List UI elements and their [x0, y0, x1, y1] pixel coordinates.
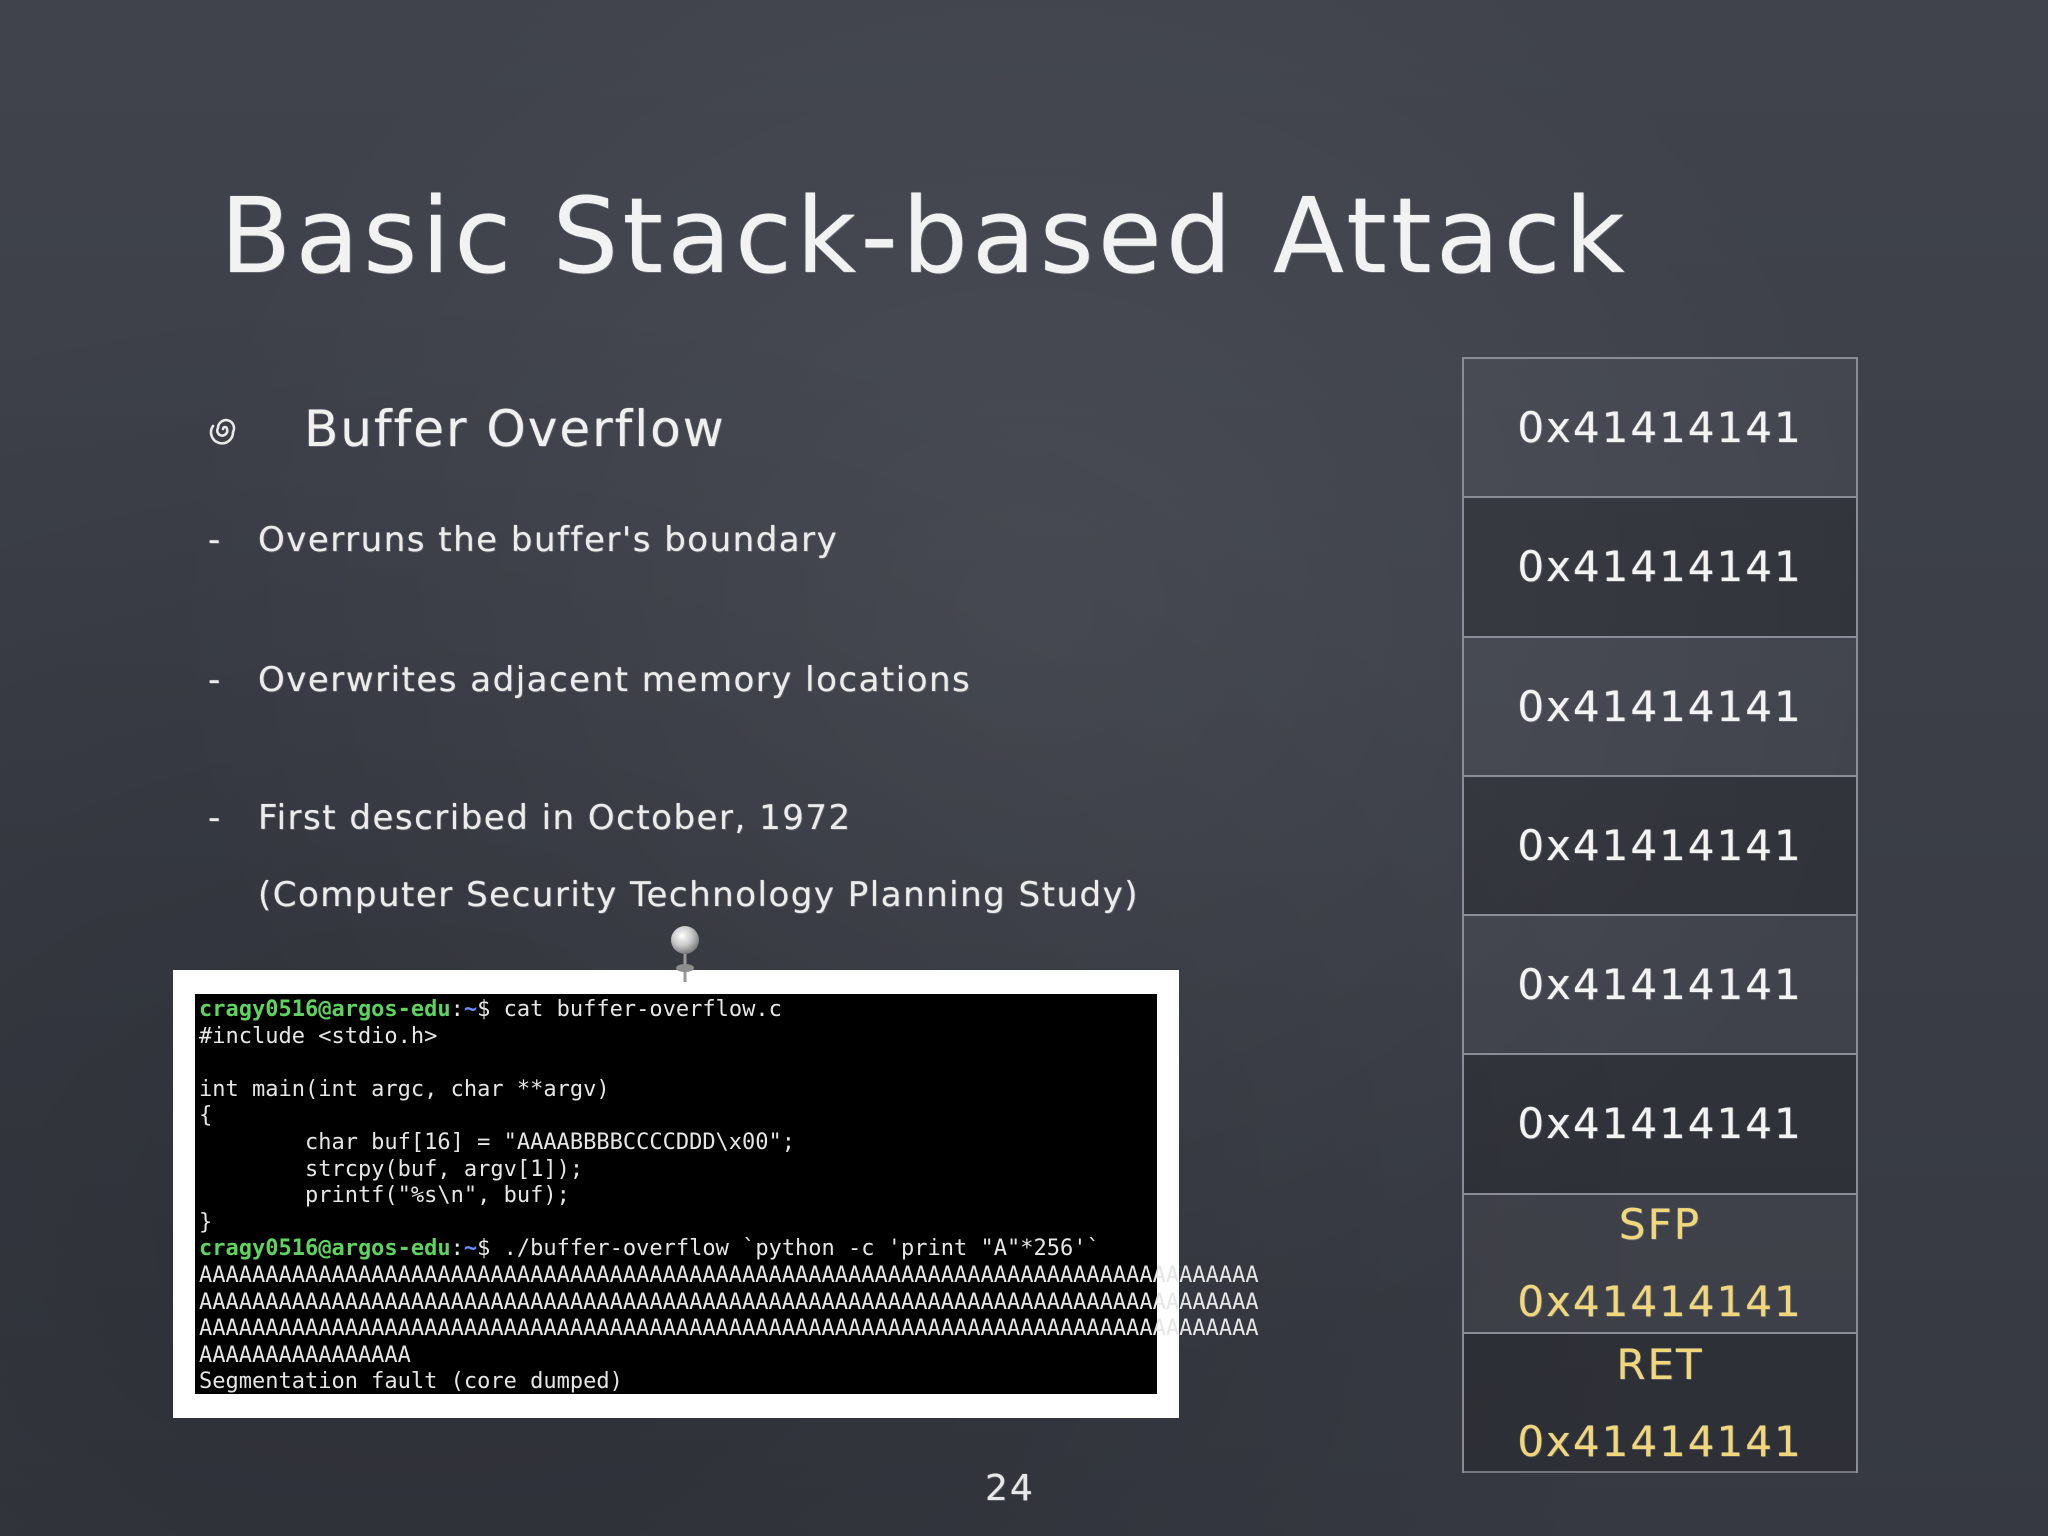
stack-cell: 0x41414141 [1464, 638, 1856, 777]
command-text: cat buffer-overflow.c [490, 997, 782, 1022]
terminal-line: } [199, 1209, 213, 1235]
stack-cell-label: RET [1616, 1340, 1704, 1390]
sub-item-dash: - [208, 660, 222, 700]
prompt-path: ~ [463, 997, 478, 1022]
stack-cell-ret: RET 0x41414141 [1464, 1333, 1856, 1473]
sub-item-dash: - [208, 798, 222, 838]
sub-item-note: (Computer Security Technology Planning S… [258, 875, 1139, 915]
pushpin-icon [671, 926, 699, 982]
prompt-symbol: $ [477, 997, 491, 1022]
stack-cell-value: 0x41414141 [1517, 681, 1803, 731]
terminal-line: AAAAAAAAAAAAAAAAAAAAAAAAAAAAAAAAAAAAAAAA… [199, 1262, 1259, 1288]
stack-cell: 0x41414141 [1464, 916, 1856, 1056]
terminal-line: AAAAAAAAAAAAAAAA [199, 1342, 411, 1368]
terminal-line: char buf[16] = "AAAABBBBCCCCDDD\x00"; [199, 1129, 796, 1155]
stack-cell-value: 0x41414141 [1517, 1099, 1803, 1149]
terminal-line: cragy0516@argos-edu:~$ cat buffer-overfl… [199, 997, 1157, 1024]
stack-cell-label: SFP [1618, 1200, 1702, 1250]
terminal-line: Segmentation fault (core dumped) [199, 1369, 623, 1395]
stack-cell: 0x41414141 [1464, 776, 1856, 916]
prompt-user: cragy0516@argos-edu [199, 1236, 451, 1262]
command-text: ./buffer-overflow `python -c 'print "A"*… [490, 1236, 1100, 1262]
terminal-line: AAAAAAAAAAAAAAAAAAAAAAAAAAAAAAAAAAAAAAAA… [199, 1316, 1259, 1342]
slide-title: Basic Stack-based Attack [220, 175, 1629, 297]
sub-item: - Overruns the buffer's boundary [208, 520, 838, 560]
terminal-line: cragy0516@argos-edu:~$ ./buffer-overflow… [199, 1236, 1157, 1263]
stack-cell-value: 0x41414141 [1517, 542, 1803, 592]
stack-cell: 0x41414141 [1464, 498, 1856, 638]
main-bullet: Buffer Overflow [208, 400, 726, 458]
stack-cell-value: 0x41414141 [1517, 960, 1803, 1010]
terminal-line: int main(int argc, char **argv) [199, 1076, 610, 1102]
terminal-output: cragy0516@argos-edu:~$ cat buffer-overfl… [195, 994, 1259, 1395]
sub-item-text: Overruns the buffer's boundary [258, 520, 839, 560]
prompt-user: cragy0516@argos-edu [199, 997, 451, 1022]
sub-item: - Overwrites adjacent memory locations [208, 660, 971, 700]
main-bullet-label: Buffer Overflow [304, 400, 726, 458]
terminal-line: AAAAAAAAAAAAAAAAAAAAAAAAAAAAAAAAAAAAAAAA… [199, 1289, 1259, 1315]
sub-item-text: First described in October, 1972 [258, 798, 852, 838]
stack-cell-sfp: SFP 0x41414141 [1464, 1195, 1856, 1334]
prompt-separator: : [450, 1236, 464, 1262]
stack-cell: 0x41414141 [1464, 359, 1856, 499]
sub-item-dash: - [208, 520, 222, 560]
terminal-line: printf("%s\n", buf); [199, 1183, 570, 1209]
stack-cell-value: 0x41414141 [1517, 820, 1803, 870]
prompt-symbol: $ [477, 1236, 491, 1262]
terminal-line: { [199, 1103, 213, 1129]
terminal-line: #include <stdio.h> [199, 1023, 438, 1049]
sub-item: - First described in October, 1972 [208, 798, 852, 838]
terminal-screenshot: cragy0516@argos-edu:~$ cat buffer-overfl… [173, 970, 1259, 1418]
sub-item-text: Overwrites adjacent memory locations [258, 660, 972, 700]
stack-cell-value: 0x41414141 [1517, 403, 1803, 453]
prompt-path: ~ [463, 1236, 478, 1262]
swirl-bullet-icon [209, 418, 236, 445]
stack-cell: 0x41414141 [1464, 1055, 1856, 1195]
page-number: 24 [985, 1468, 1035, 1509]
terminal-line: strcpy(buf, argv[1]); [199, 1156, 584, 1182]
stack-cell-value: 0x41414141 [1517, 1417, 1803, 1467]
stack-diagram: 0x41414141 0x41414141 0x41414141 0x41414… [1462, 357, 1858, 1473]
prompt-separator: : [450, 997, 464, 1022]
terminal-line [199, 1050, 1157, 1077]
stack-cell-value: 0x41414141 [1517, 1277, 1803, 1327]
